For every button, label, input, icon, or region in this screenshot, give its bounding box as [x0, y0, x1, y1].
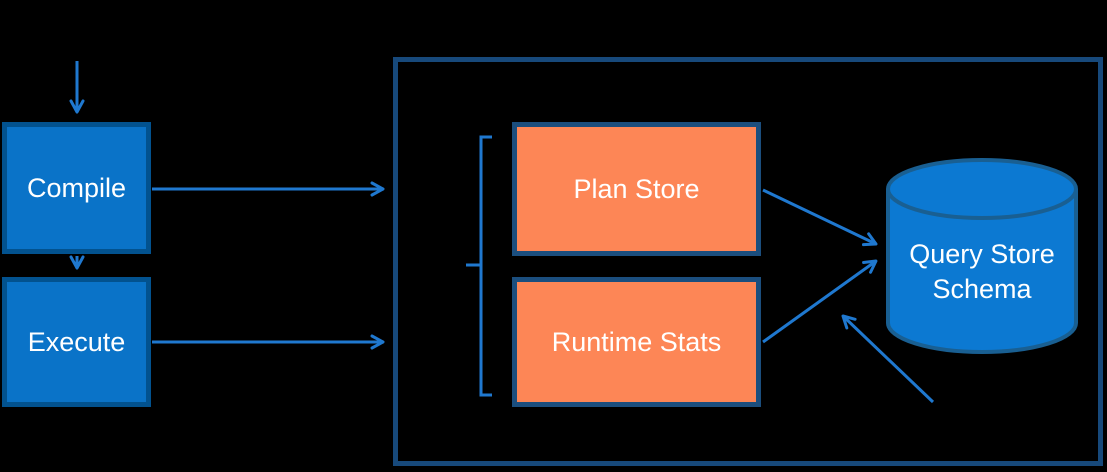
- cylinder-body: [886, 189, 1078, 354]
- compile-node: Compile: [2, 122, 151, 254]
- query-store-schema-label: Query Store Schema: [909, 239, 1055, 304]
- compile-label: Compile: [26, 172, 127, 203]
- execute-label: Execute: [27, 326, 126, 357]
- cylinder-top: [886, 158, 1078, 220]
- query-store-container: [393, 57, 1103, 466]
- arrow-runtime-stats-to-schema: [762, 259, 878, 344]
- plan-store-node: Plan Store: [512, 122, 761, 256]
- arrow-plan-store-to-schema: [762, 188, 878, 247]
- store-group-bracket: [479, 135, 492, 397]
- runtime-stats-node: Runtime Stats: [512, 277, 761, 407]
- database-cylinder: [886, 158, 1078, 354]
- runtime-stats-label: Runtime Stats: [551, 326, 722, 357]
- arrow-bottom-annotation: [841, 314, 935, 404]
- plan-store-label: Plan Store: [573, 173, 700, 204]
- execute-node: Execute: [2, 277, 151, 407]
